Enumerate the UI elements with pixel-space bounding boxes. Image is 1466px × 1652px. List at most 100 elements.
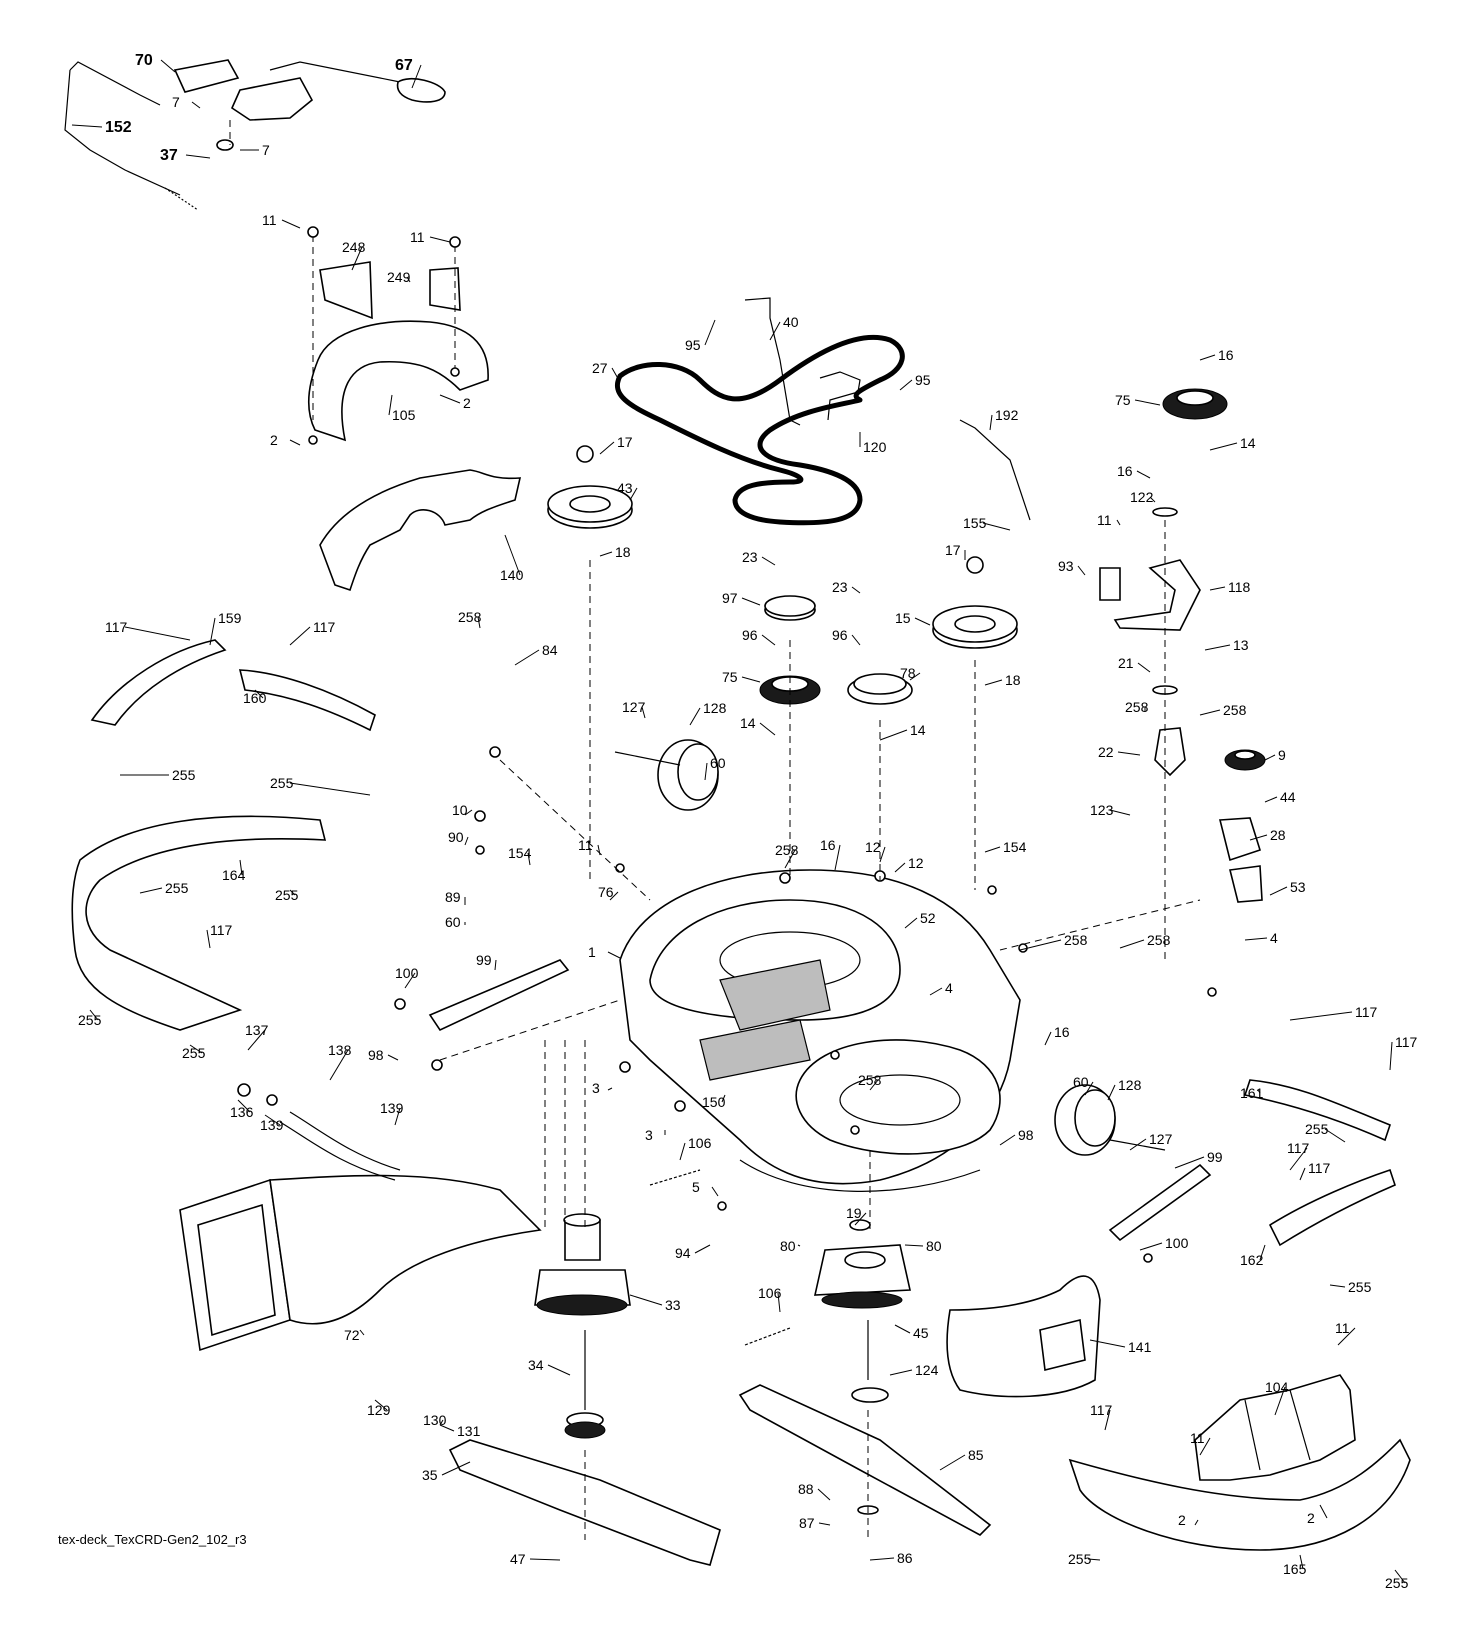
part-callout: 248 (342, 239, 366, 255)
part-callout: 104 (1265, 1379, 1289, 1395)
callout-leader (160, 59, 176, 73)
callout-leader (607, 1087, 613, 1091)
callout-leader (1199, 354, 1216, 361)
callout-leader (406, 276, 411, 283)
part-callout: 18 (615, 544, 631, 560)
part-callout: 70 (135, 52, 153, 69)
callout-leader (209, 617, 216, 646)
callout-leader (494, 959, 497, 971)
part-callout: 60 (445, 914, 461, 930)
part-callout: 117 (210, 922, 233, 938)
part-callout: 97 (722, 590, 738, 606)
callout-leader (1087, 1558, 1101, 1561)
part-callout: 11 (410, 229, 425, 245)
part-callout: 86 (897, 1550, 913, 1566)
callout-leader (818, 1522, 831, 1526)
callout-leader (689, 707, 701, 726)
part-callout: 130 (423, 1412, 447, 1428)
part-callout: 35 (422, 1467, 438, 1483)
drive-belt (615, 334, 905, 526)
part-callout: 165 (1283, 1561, 1307, 1577)
callout-leader (704, 762, 708, 781)
part-callout: 258 (858, 1072, 882, 1088)
part-callout: 60 (710, 755, 726, 771)
part-callout: 100 (395, 965, 419, 981)
callout-leader (1259, 1244, 1266, 1261)
callout-leader (679, 1142, 686, 1161)
part-callout: 19 (846, 1205, 862, 1221)
part-callout: 14 (740, 715, 756, 731)
part-callout: 150 (702, 1094, 726, 1110)
part-callout: 43 (617, 480, 633, 496)
part-callout: 258 (458, 609, 482, 625)
callout-leader (1289, 1011, 1353, 1021)
callout-leader (869, 1079, 879, 1091)
spindles (534, 1213, 911, 1439)
callout-leader (899, 379, 913, 391)
callout-leader (387, 1054, 399, 1061)
callout-leader (1137, 662, 1151, 673)
callout-leader (1199, 709, 1221, 716)
callout-leader (289, 439, 301, 446)
part-callout: 255 (172, 767, 196, 783)
part-callout: 90 (448, 829, 464, 845)
part-callout: 75 (722, 669, 738, 685)
callout-leader (879, 729, 908, 741)
callout-leader (477, 616, 481, 629)
part-callout: 76 (598, 884, 614, 900)
part-callout: 100 (1165, 1235, 1189, 1251)
callout-leader (429, 236, 451, 243)
callout-leader (784, 849, 796, 869)
part-callout: 258 (1125, 699, 1149, 715)
callout-leader (1299, 1554, 1304, 1570)
callout-leader (1194, 1519, 1199, 1526)
part-callout: 118 (1228, 579, 1251, 595)
part-callout: 12 (865, 839, 881, 855)
part-callout: 249 (387, 269, 411, 285)
part-callout: 117 (1395, 1034, 1418, 1050)
part-callout: 117 (1308, 1160, 1331, 1176)
pulleys (547, 388, 1266, 771)
callout-leader (189, 1044, 203, 1054)
part-callout: 128 (703, 700, 727, 716)
callout-leader (1299, 1167, 1306, 1181)
callout-leader (329, 1049, 349, 1081)
callout-leader (439, 1424, 455, 1432)
part-callout: 4 (1270, 930, 1278, 946)
part-callout: 13 (1233, 637, 1249, 653)
deck-housing (619, 869, 1021, 1192)
part-callout: 99 (476, 952, 492, 968)
part-callout: 94 (675, 1245, 691, 1261)
callout-leader (984, 846, 1001, 853)
callout-leader (439, 1419, 444, 1426)
callout-leader (741, 676, 761, 683)
part-callout: 155 (963, 515, 987, 531)
part-callout: 117 (1287, 1140, 1310, 1156)
callout-leader (1134, 399, 1161, 406)
blades (448, 1384, 992, 1566)
part-callout: 255 (1348, 1279, 1372, 1295)
callout-leader (889, 1369, 913, 1376)
part-callout: 161 (1240, 1085, 1264, 1101)
callout-leader (834, 844, 841, 871)
part-callout: 15 (895, 610, 911, 626)
part-callout: 258 (775, 842, 799, 858)
callout-leader (1129, 1138, 1147, 1151)
assembly-lines (439, 520, 1201, 1540)
lift-lever-assembly (64, 59, 446, 211)
part-callout: 255 (165, 880, 189, 896)
callout-leader (1199, 1437, 1211, 1456)
callout-leader (869, 1557, 895, 1561)
right-side-shields (1068, 1079, 1411, 1551)
callout-leader (629, 487, 638, 501)
callout-leader (439, 394, 461, 404)
mulch-plug (1194, 1374, 1356, 1481)
callout-leader (464, 809, 473, 816)
part-callout: 141 (1128, 1339, 1152, 1355)
part-callout: 255 (78, 1012, 102, 1028)
part-callout: 9 (1278, 747, 1286, 763)
part-callout: 21 (1118, 655, 1134, 671)
callout-leader (1149, 496, 1156, 503)
part-callout: 117 (1090, 1402, 1113, 1418)
callout-leader (904, 917, 918, 929)
